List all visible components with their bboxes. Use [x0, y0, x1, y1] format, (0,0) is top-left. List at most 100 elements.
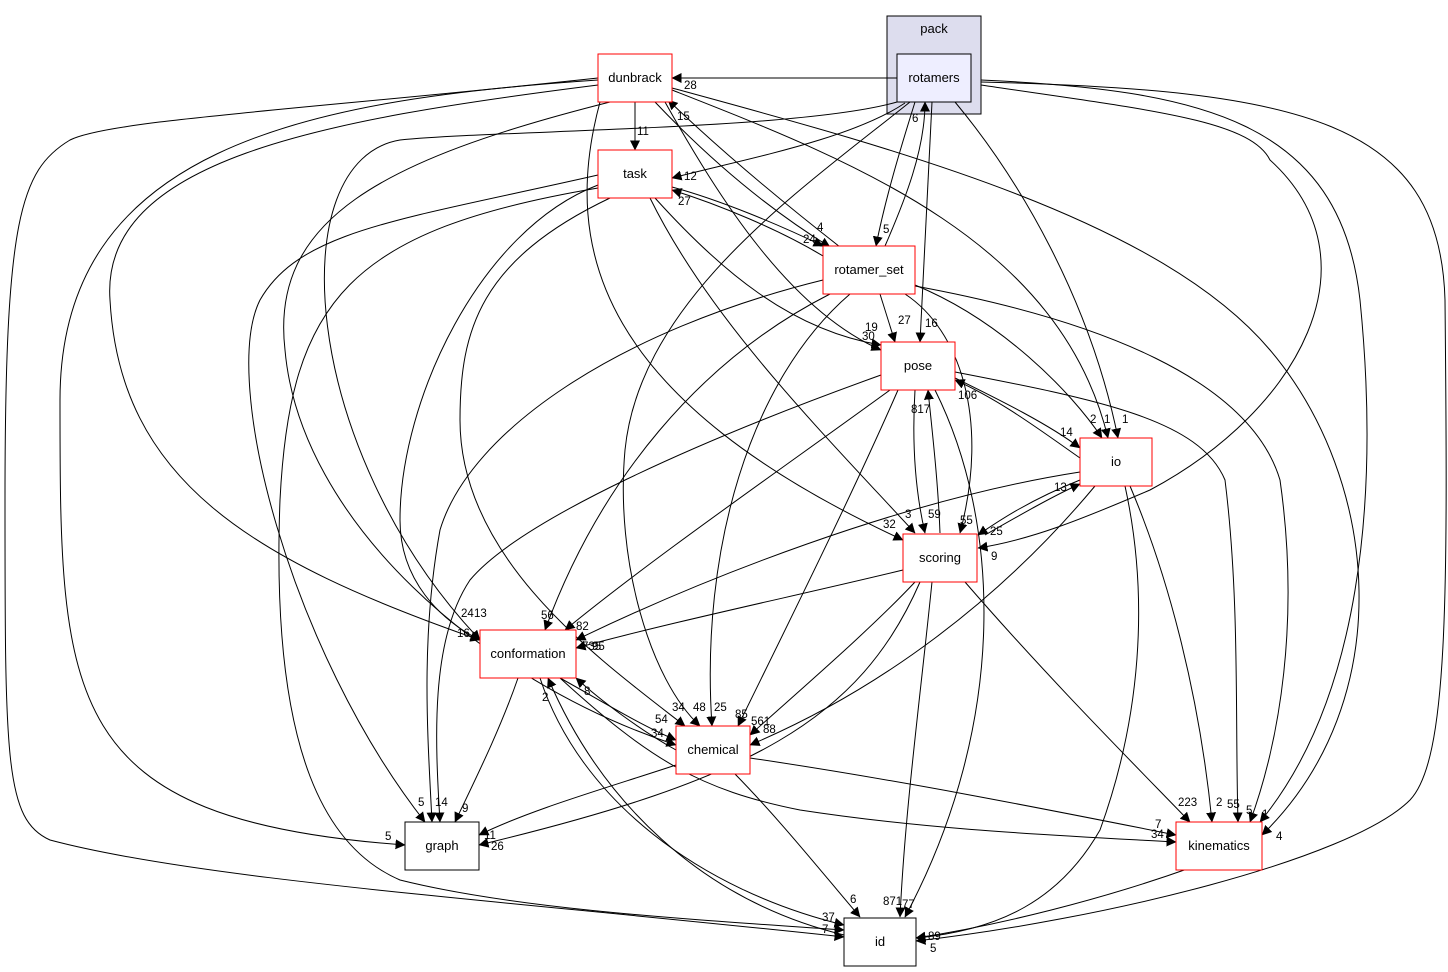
edge-label: 223: [1178, 797, 1197, 809]
edge-label: 88: [763, 724, 776, 736]
edge-label: 1: [1262, 809, 1268, 821]
edge-pose-graph: [434, 374, 882, 823]
edge-io-scoring: [977, 479, 1081, 536]
edge-label: 1: [1104, 414, 1110, 426]
edge-label: 27: [678, 196, 691, 208]
edge-label: 9: [462, 803, 468, 815]
node-scoring[interactable]: scoring: [902, 533, 978, 583]
edge-label: 77: [902, 899, 915, 911]
edge-label: 4: [817, 222, 824, 234]
node-task[interactable]: task: [597, 149, 673, 199]
node-rotamer-set-label: rotamer_set: [834, 262, 904, 277]
edge-labels: 28 11 15 12 27 6 5 24 4 19 30 27 16 106 …: [385, 80, 1283, 955]
edge-dunbrack-scoring: [586, 101, 904, 541]
edge-io-kinematics: [1129, 485, 1217, 823]
node-io[interactable]: io: [1079, 437, 1153, 487]
edge-conformation-id: [539, 677, 845, 928]
node-rotamer-set[interactable]: rotamer_set: [822, 245, 916, 295]
edge-rotamers-chemical: [622, 101, 911, 727]
node-rotamers[interactable]: rotamers: [896, 53, 972, 103]
edge-pose-conformation: [564, 389, 891, 631]
edge-label: 32: [883, 519, 896, 531]
edge-label: 34: [651, 728, 664, 740]
edge-rotamerset-rotamers: [884, 101, 930, 247]
edge-conformation-graph: [454, 677, 519, 823]
node-id[interactable]: id: [843, 917, 917, 967]
node-rotamers-label: rotamers: [908, 70, 960, 85]
edge-kinematics-id: [915, 867, 1191, 942]
edge-label: 14: [1060, 427, 1073, 439]
edge-chemical-conformation: [575, 677, 677, 751]
edge-label: 24: [461, 608, 474, 620]
edge-label: 59: [928, 509, 941, 521]
edge-label: 106: [958, 390, 977, 402]
edge-label: 5: [385, 831, 391, 843]
edge-rotamerset-graph: [426, 279, 824, 823]
edge-label: 56: [541, 610, 554, 622]
node-conformation[interactable]: conformation: [479, 629, 577, 679]
edge-task-id: [278, 187, 845, 935]
edge-label: 11: [637, 126, 649, 138]
edge-io-pose: [954, 379, 1081, 459]
edge-label: 37: [822, 912, 835, 924]
edge-rotamers-id: [915, 81, 1447, 945]
node-dunbrack[interactable]: dunbrack: [597, 53, 673, 103]
edge-label: 2: [1216, 797, 1222, 809]
edge-io-conformation: [575, 471, 1081, 641]
edge-label: 6: [912, 113, 918, 125]
node-kinematics[interactable]: kinematics: [1175, 821, 1263, 871]
node-io-label: io: [1111, 454, 1121, 469]
node-kinematics-label: kinematics: [1188, 838, 1250, 853]
edge-chemical-kinematics: [749, 757, 1177, 839]
edge-rotamerset-io: [914, 284, 1103, 439]
node-conformation-label: conformation: [490, 646, 565, 661]
edge-label: 9: [991, 551, 997, 563]
edge-label: 8: [584, 686, 590, 698]
edge-pose-scoring: [913, 389, 928, 534]
edge-label: 4: [1276, 831, 1283, 843]
edge-label: 12: [684, 171, 697, 183]
node-chemical[interactable]: chemical: [675, 725, 751, 775]
edge-label: 30: [862, 331, 875, 343]
edge-label: 7: [822, 924, 828, 936]
edge-task-chemical: [459, 197, 686, 727]
edge-label: 34: [1151, 829, 1164, 841]
edge-rotamerset-task: [671, 188, 824, 257]
edge-label: 5: [930, 943, 936, 955]
edge-dunbrack-io: [671, 89, 1111, 439]
edge-label: 26: [491, 841, 504, 853]
edge-dunbrack-id: [4, 77, 845, 941]
cluster-pack-label: pack: [920, 21, 948, 36]
edge-label: 25: [990, 526, 1003, 538]
edge-rotamerset-conformation: [543, 293, 831, 631]
edge-task-graph: [248, 174, 599, 823]
edge-rotamers-conformation: [323, 101, 898, 641]
edge-dunbrack-pose: [664, 101, 882, 351]
edge-label: 11: [484, 830, 496, 842]
node-pose[interactable]: pose: [880, 341, 956, 391]
node-graph[interactable]: graph: [404, 821, 480, 871]
edge-label: 55: [960, 515, 973, 527]
edge-label: 7: [1155, 819, 1161, 831]
edge-label: 13: [1054, 482, 1067, 494]
edge-rotamers-scoring: [977, 84, 1322, 552]
edge-dunbrack-conformation: [109, 84, 599, 642]
edges: [4, 73, 1447, 945]
edge-label: 735: [582, 641, 601, 653]
edge-label: 2: [1090, 414, 1096, 426]
node-id-label: id: [875, 934, 885, 949]
edge-chemical-id: [734, 773, 861, 918]
edge-rotamers-task: [671, 102, 906, 181]
edge-label: 561: [751, 716, 770, 728]
edge-conformation-chemical: [559, 677, 677, 741]
edge-label: 54: [655, 714, 668, 726]
edge-label: 34: [672, 702, 685, 714]
edge-io-chemical: [749, 485, 1096, 746]
node-pose-label: pose: [904, 358, 932, 373]
edge-pose-chemical: [737, 389, 899, 727]
edge-rotamerset-dunbrack: [667, 99, 841, 248]
edge-label: 25: [714, 702, 727, 714]
edge-scoring-graph: [478, 581, 921, 848]
edge-dunbrack-kinematics: [671, 87, 1360, 836]
